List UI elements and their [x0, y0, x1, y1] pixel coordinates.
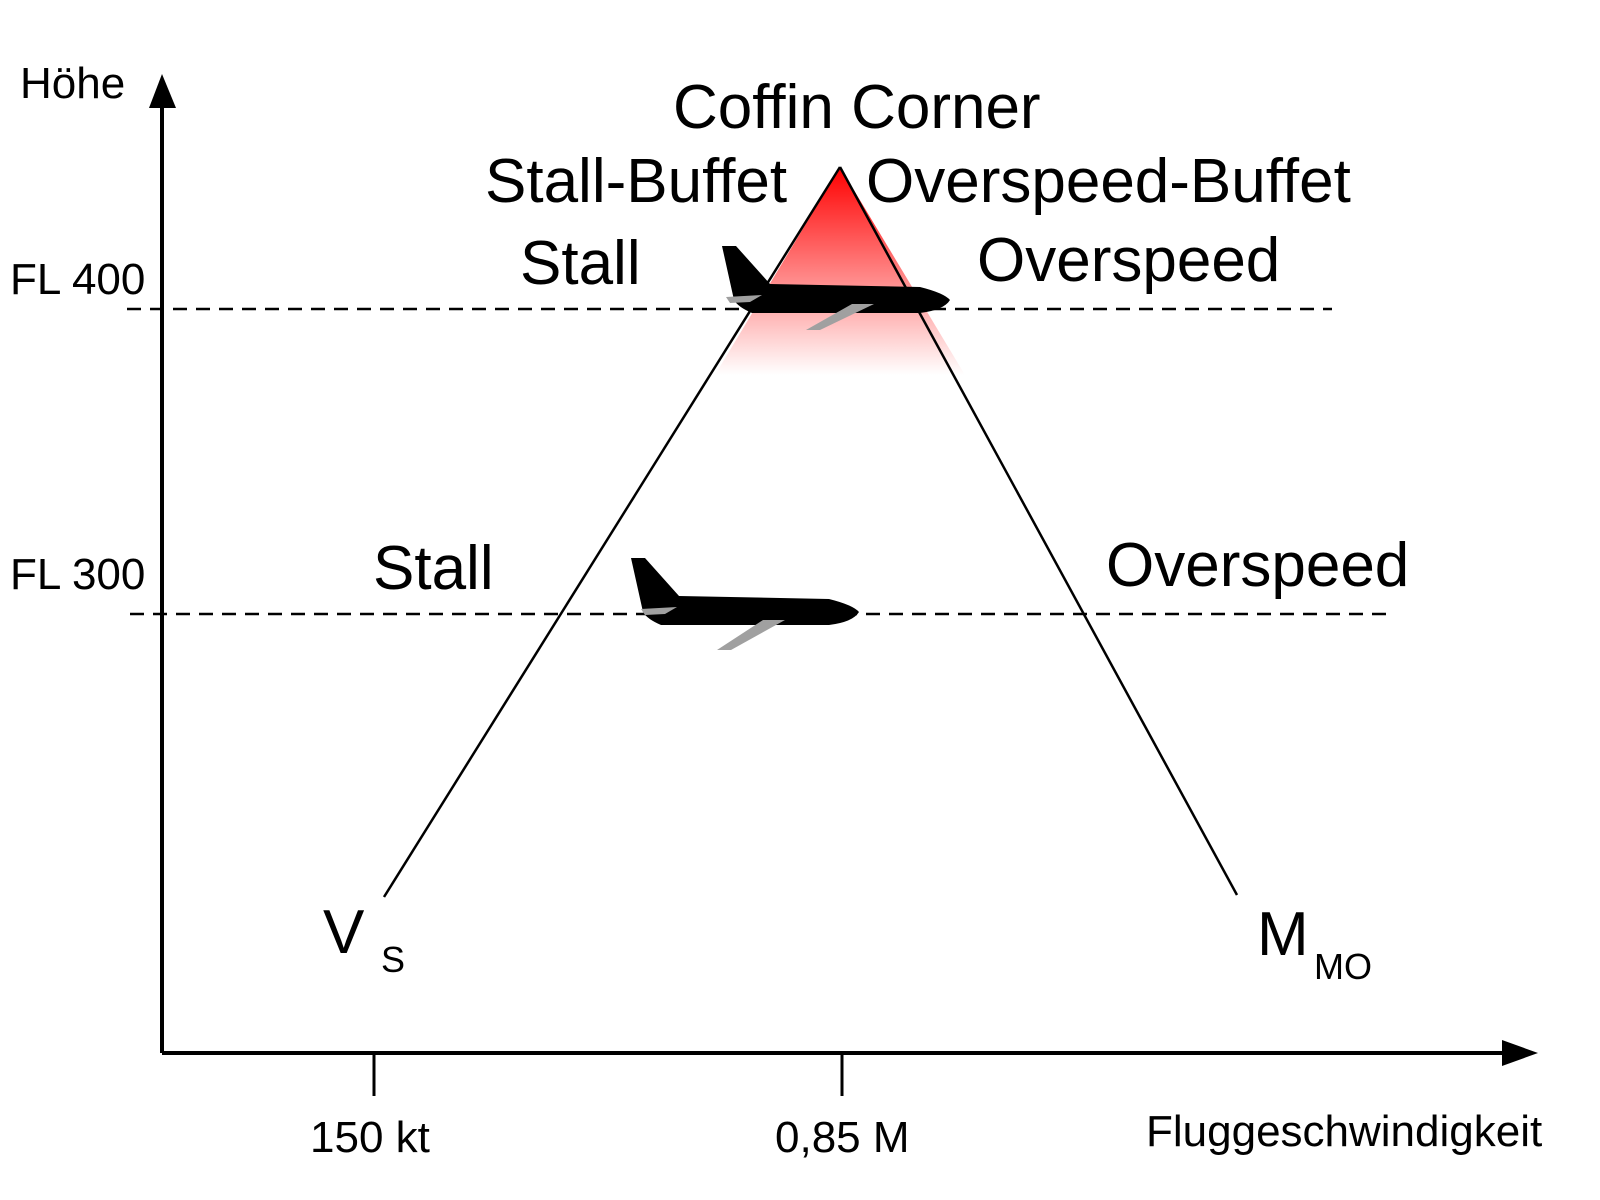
x-axis-arrow-icon — [1502, 1040, 1538, 1066]
aircraft-fl300-icon — [631, 558, 859, 650]
mmo-label-main: M — [1257, 900, 1309, 969]
vs-label-main: V — [323, 898, 365, 967]
coffin-corner-title: Coffin Corner — [673, 73, 1041, 142]
y-axis-label: Höhe — [20, 59, 125, 108]
y-tick-label-fl300: FL 300 — [10, 550, 145, 599]
x-axis-label: Fluggeschwindigkeit — [1146, 1107, 1542, 1156]
fl300-overspeed-label: Overspeed — [1106, 531, 1409, 600]
vs-label-sub: S — [381, 939, 405, 980]
mmo-label-sub: MO — [1314, 946, 1372, 987]
x-tick-label-150kt: 150 kt — [310, 1113, 430, 1162]
fl300-stall-label: Stall — [373, 534, 494, 603]
coffin-corner-zone — [715, 167, 965, 375]
y-tick-label-fl400: FL 400 — [10, 255, 145, 304]
stall-buffet-label: Stall-Buffet — [485, 147, 787, 216]
fl400-overspeed-label: Overspeed — [977, 226, 1280, 295]
aircraft-fl400-icon — [722, 246, 950, 330]
x-tick-label-085m: 0,85 M — [775, 1113, 910, 1162]
y-axis-arrow-icon — [149, 74, 176, 108]
fl400-stall-label: Stall — [520, 229, 641, 298]
overspeed-buffet-label: Overspeed-Buffet — [866, 147, 1351, 216]
